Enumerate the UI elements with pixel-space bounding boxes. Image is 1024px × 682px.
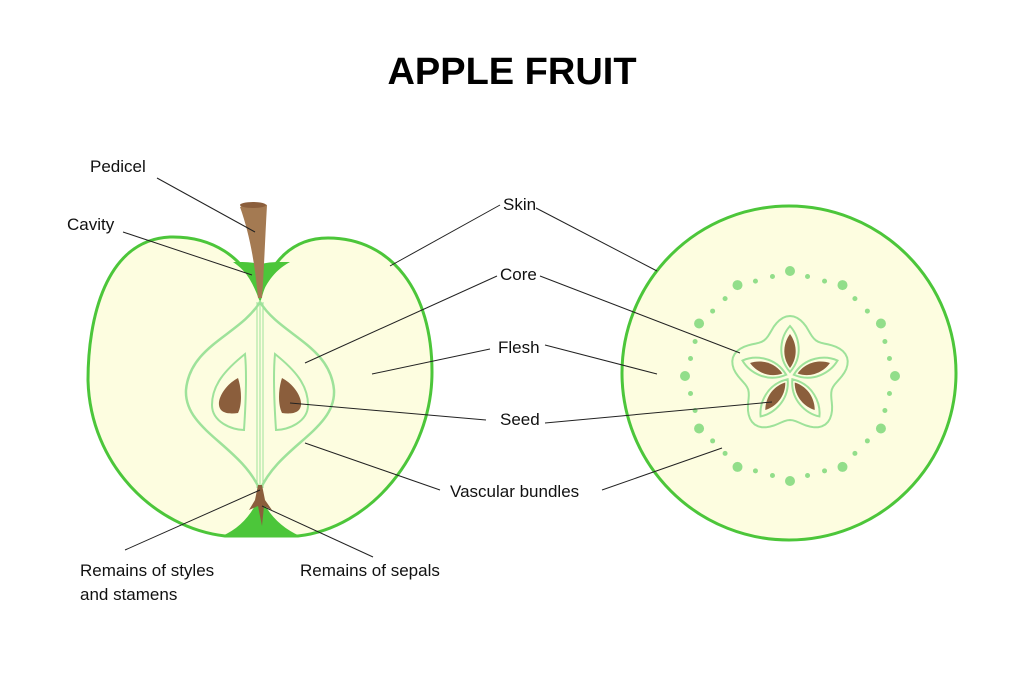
leader-remains-styles — [124, 489, 261, 551]
vascular-bundle-dot — [722, 296, 728, 302]
label-seed: Seed — [500, 410, 540, 429]
seed-left — [218, 378, 241, 414]
vascular-bundle-dot — [785, 266, 795, 276]
label-core: Core — [500, 265, 537, 284]
label-skin: Skin — [503, 195, 536, 214]
label-remains-sepals: Remains of sepals — [300, 561, 440, 580]
seed — [750, 361, 783, 376]
seed-chamber — [791, 378, 821, 418]
vascular-bundle-dot — [837, 280, 848, 291]
vascular-bundle-dot — [732, 461, 743, 472]
leader-vascular-left — [304, 442, 441, 491]
seed — [765, 382, 786, 410]
vascular-bundle-ring — [680, 266, 900, 486]
longitudinal-section — [86, 202, 434, 538]
leader-skin-right — [535, 207, 658, 272]
vascular-bundle-dot — [837, 461, 848, 472]
vascular-bundle-dot — [722, 450, 728, 456]
pedicel-tip — [240, 202, 266, 208]
vascular-bundle-dot — [852, 296, 858, 302]
vascular-bundle-dot — [822, 278, 828, 284]
vascular-bundle-dot — [710, 308, 716, 314]
label-remains-styles-2: and stamens — [80, 585, 177, 604]
leader-skin-left — [389, 204, 501, 267]
leader-seed-left — [289, 402, 487, 421]
vascular-bundle-dot — [688, 391, 694, 397]
vascular-bundle-dot — [692, 338, 698, 344]
vascular-strands — [256, 302, 264, 488]
vascular-bundle-dot — [882, 408, 888, 414]
seed-chamber — [741, 356, 788, 379]
label-vascular-bundles: Vascular bundles — [450, 482, 579, 501]
leader-flesh-right — [544, 344, 658, 375]
vascular-bundle-dot — [822, 468, 828, 474]
seed-chamber — [792, 356, 839, 379]
vascular-bundle-dot — [864, 308, 870, 314]
vascular-bundle-dot — [752, 278, 758, 284]
seed-right — [279, 378, 302, 414]
vascular-bundle-dot — [694, 318, 705, 329]
seed-chamber — [780, 324, 800, 374]
vascular-bundle-dot — [890, 371, 900, 381]
vascular-bundle-dot — [875, 318, 886, 329]
leader-seed-right — [544, 401, 773, 424]
leader-flesh-left — [371, 348, 491, 375]
diagram-title: APPLE FRUIT — [387, 51, 636, 93]
leader-remains-sepals — [261, 505, 374, 558]
vascular-bundle-dot — [688, 355, 694, 361]
vascular-bundle-dot — [882, 338, 888, 344]
remains-of-sepals — [249, 485, 272, 526]
label-pedicel: Pedicel — [90, 157, 146, 176]
labels: Pedicel Cavity Skin Core Flesh Seed Vasc… — [67, 157, 773, 604]
seed — [784, 334, 796, 368]
vascular-bundle-dot — [732, 280, 743, 291]
leader-core-right — [539, 275, 741, 354]
label-cavity: Cavity — [67, 215, 115, 234]
seed — [794, 382, 815, 410]
vascular-bundle-dot — [805, 274, 811, 280]
leader-cavity — [122, 231, 253, 276]
vascular-bundle-dot — [852, 450, 858, 456]
vascular-bundle-dot — [785, 476, 795, 486]
cross-section — [620, 204, 958, 542]
label-flesh: Flesh — [498, 338, 540, 357]
vascular-bundle-dot — [694, 423, 705, 434]
vascular-bundle-dot — [886, 391, 892, 397]
vascular-bundle-dot — [875, 423, 886, 434]
seed-chamber-right — [272, 352, 310, 432]
vascular-bundle-dot — [769, 274, 775, 280]
leader-vascular-right — [601, 447, 723, 491]
vascular-bundle-dot — [680, 371, 690, 381]
cross-section-core — [731, 314, 849, 429]
cross-section-seeds — [741, 324, 839, 418]
vascular-bundle-dot — [769, 472, 775, 478]
seed-chamber-left — [210, 352, 248, 432]
seed — [797, 361, 830, 376]
vascular-bundle-dot — [805, 472, 811, 478]
cross-section-skin-flesh — [620, 204, 958, 542]
vascular-bundle-dot — [886, 355, 892, 361]
vascular-bundle-dot — [864, 438, 870, 444]
seed-chamber — [759, 378, 789, 418]
vascular-bundle-dot — [752, 468, 758, 474]
vascular-bundle-dot — [710, 438, 716, 444]
leader-pedicel — [156, 177, 256, 233]
label-remains-styles-1: Remains of styles — [80, 561, 214, 580]
leader-core-left — [304, 275, 498, 364]
